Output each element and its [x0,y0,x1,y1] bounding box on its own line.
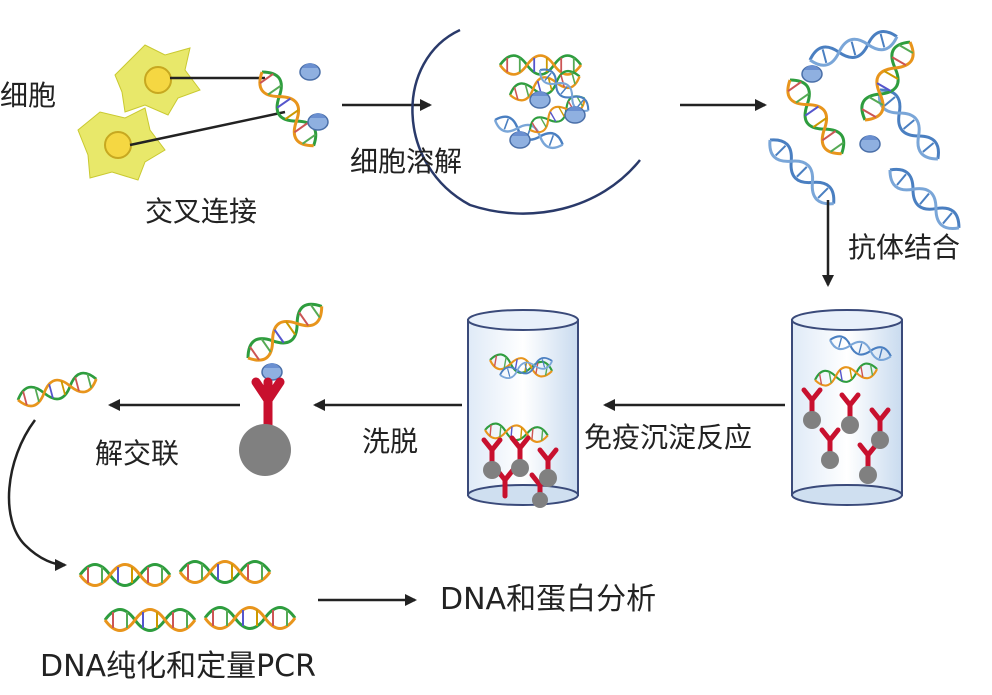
fragmented-chromatin-icon [491,54,594,153]
label-crosslink: 交叉连接 [145,195,258,228]
label-antibody: 抗体结合 [848,231,961,264]
cell-icon [77,107,166,181]
label-cell: 细胞 [0,79,57,112]
label-reverse-crosslink: 解交联 [95,437,180,470]
ip-tube-icon [791,309,903,506]
arrow-purify [7,419,67,571]
lysis-boundary [411,28,641,215]
label-purify: DNA纯化和定量PCR [40,649,316,684]
cell-icon [114,44,201,116]
purified-dna-icon [78,560,297,632]
bead-antibody-complex-icon [239,296,330,476]
free-dna-icon [14,368,101,411]
protein-icon [307,112,329,131]
elute-tube-icon [467,309,579,508]
label-elute: 洗脱 [362,425,419,458]
dna-fragments-icon [762,26,967,237]
connector-line [129,110,286,147]
label-ip: 免疫沉淀反应 [584,421,753,454]
label-lysis: 细胞溶解 [350,145,463,178]
protein-icon [299,62,321,81]
label-analysis: DNA和蛋白分析 [440,582,657,617]
